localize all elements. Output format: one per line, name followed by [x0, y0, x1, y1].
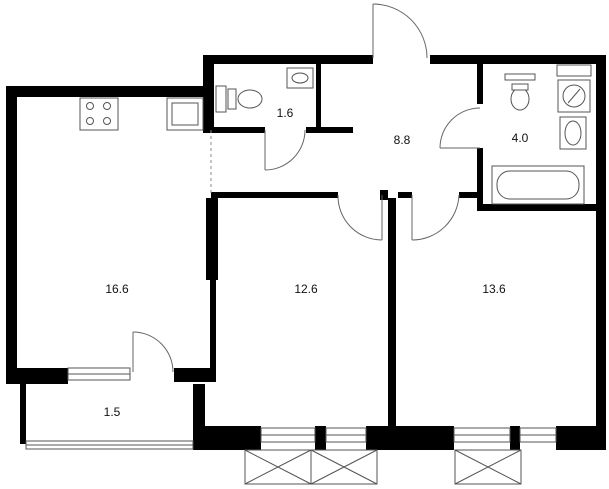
- room-area-bathroom: 4.0: [512, 131, 529, 145]
- room-area-kitchen-living: 16.6: [105, 282, 129, 296]
- stove-icon: [79, 97, 119, 131]
- toilet-icon: [215, 85, 263, 113]
- room-area-bathroom-small: 1.6: [277, 106, 294, 120]
- room-area-hallway: 8.8: [394, 133, 411, 147]
- washbasin-icon: [559, 116, 587, 150]
- shelf-icon: [504, 64, 592, 81]
- walls: [6, 55, 606, 450]
- doors: [132, 3, 481, 373]
- washbasin-icon: [286, 67, 314, 89]
- exterior-planters: [244, 449, 522, 485]
- kitchen-sink-icon: [166, 97, 204, 131]
- room-area-balcony: 1.5: [104, 405, 121, 419]
- room-area-bedroom-right: 13.6: [482, 282, 506, 296]
- windows: [25, 367, 557, 450]
- washing-machine-icon: [557, 79, 591, 113]
- toilet-icon: [510, 83, 530, 111]
- bathtub-icon: [491, 165, 585, 205]
- room-area-bedroom-middle: 12.6: [294, 282, 318, 296]
